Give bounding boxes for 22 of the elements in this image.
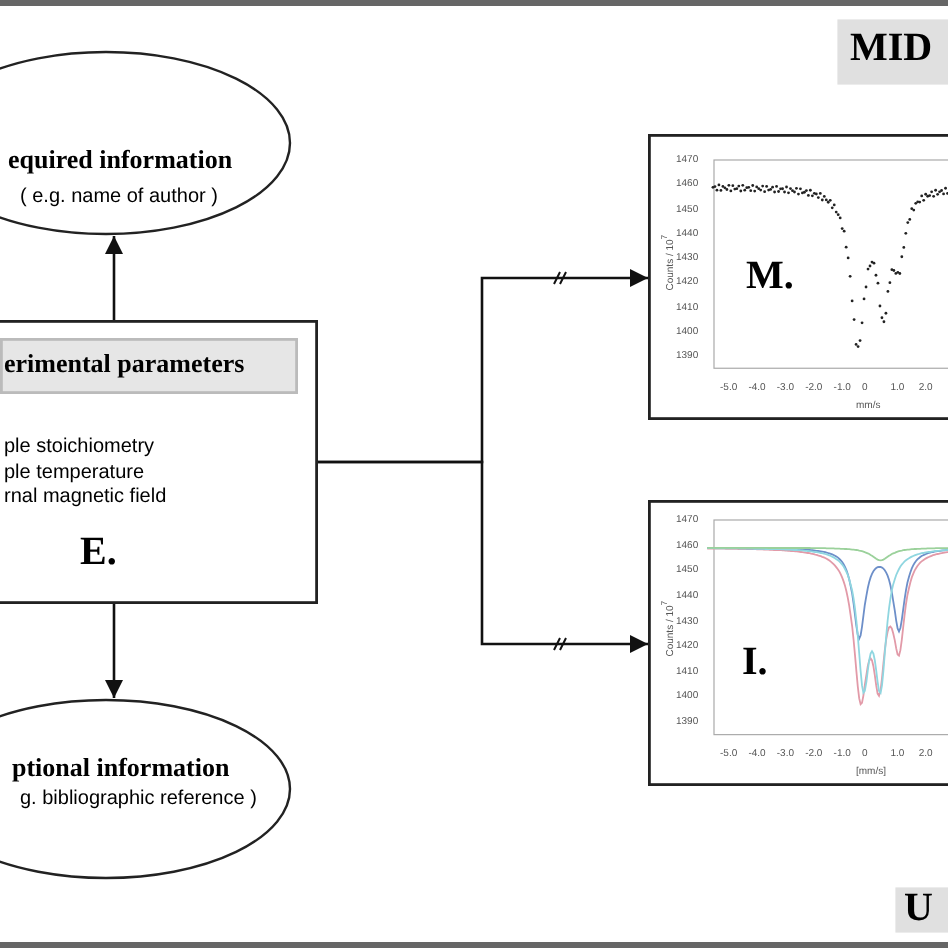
arrow <box>104 236 124 320</box>
panel-letter: M. <box>746 254 794 300</box>
panel-letter: E. <box>80 530 117 576</box>
panel-letter: I. <box>742 640 768 686</box>
heading-text: U <box>904 886 933 932</box>
spectrum-panel <box>648 134 948 420</box>
heading-text: equired information <box>8 144 233 176</box>
heading-text: ptional information <box>12 752 230 784</box>
title-box <box>894 886 948 934</box>
list-item: ple temperature <box>4 462 145 484</box>
title-box <box>836 18 948 86</box>
arrow <box>104 604 124 698</box>
list-item: ple stoichiometry <box>4 436 155 458</box>
arrow <box>318 460 648 654</box>
note-text: g. bibliographic reference ) <box>20 788 257 810</box>
parameter-box <box>0 320 318 604</box>
spectrum-panel <box>648 500 948 786</box>
list-item: rnal magnetic field <box>4 486 167 508</box>
heading-text: erimental parameters <box>4 348 245 380</box>
header-box <box>0 338 298 394</box>
note-text: ( e.g. name of author ) <box>20 186 218 208</box>
heading-text: MID <box>850 26 933 72</box>
